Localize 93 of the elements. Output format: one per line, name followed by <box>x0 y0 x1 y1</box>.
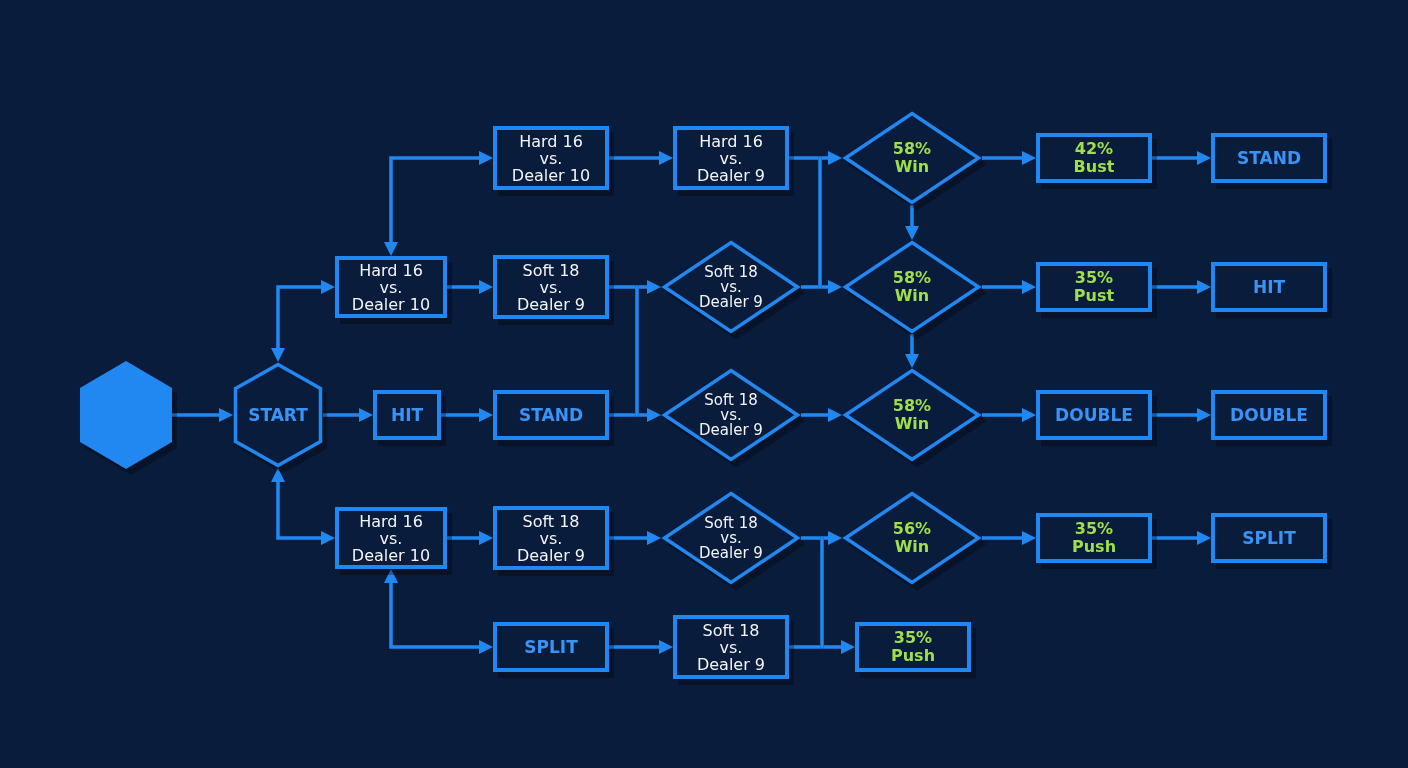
arrow <box>441 408 493 422</box>
decision-diamond <box>661 368 801 462</box>
arrow <box>638 408 661 422</box>
arrow <box>821 151 842 165</box>
double-headed-arrow <box>384 569 493 654</box>
decision-diamond <box>842 368 982 462</box>
action-label: DOUBLE <box>1230 405 1308 425</box>
decision-diamond <box>842 111 982 205</box>
process-box <box>1211 133 1327 183</box>
arrow <box>447 531 493 545</box>
hand-label: Soft 18 vs. Dealer 9 <box>516 512 586 564</box>
hand-label: Soft 18 vs. Dealer 9 <box>699 515 763 561</box>
arrow <box>1152 280 1211 294</box>
hexagon-node <box>233 362 323 468</box>
arrow <box>1152 408 1211 422</box>
arrow <box>905 334 919 368</box>
connector-line <box>801 285 819 289</box>
arrow <box>323 408 373 422</box>
connector-line <box>789 645 821 649</box>
arrow <box>821 280 842 294</box>
hand-label: Hard 16 vs. Dealer 10 <box>351 261 431 313</box>
arrow <box>905 205 919 240</box>
arrow <box>609 151 673 165</box>
decision-diamond <box>842 240 982 334</box>
connector-line <box>609 285 636 289</box>
arrow <box>447 280 493 294</box>
odds-label: 42% Bust <box>1073 140 1115 176</box>
action-label: STAND <box>519 405 583 425</box>
action-label: DOUBLE <box>1055 405 1133 425</box>
hand-label: Hard 16 vs. Dealer 10 <box>351 512 431 564</box>
odds-label: 35% Pust <box>1073 269 1115 305</box>
odds-label: 58% Win <box>892 397 932 433</box>
odds-label: 35% Push <box>1072 520 1116 556</box>
hand-label: Hard 16 vs. Dealer 9 <box>696 132 766 184</box>
action-label: STAND <box>1237 148 1301 168</box>
connector-line <box>789 156 819 160</box>
action-label: SPLIT <box>524 637 578 657</box>
arrow <box>823 640 855 654</box>
action-label: START <box>248 405 308 425</box>
double-headed-arrow <box>271 468 335 545</box>
process-box <box>1211 513 1327 563</box>
double-headed-arrow <box>384 151 493 256</box>
arrow <box>609 640 673 654</box>
arrow <box>823 531 842 545</box>
odds-label: 56% Win <box>892 520 932 556</box>
connector-line <box>818 156 822 289</box>
process-box <box>493 255 609 319</box>
odds-label: 35% Push <box>891 629 935 665</box>
process-box <box>1036 133 1152 183</box>
arrow <box>609 531 661 545</box>
decision-diamond <box>661 240 801 334</box>
process-box <box>1036 262 1152 312</box>
hexagon-shape <box>80 361 172 469</box>
hand-label: Soft 18 vs. Dealer 9 <box>696 621 766 673</box>
arrow <box>172 408 233 422</box>
process-box <box>673 126 789 190</box>
double-headed-arrow <box>271 280 335 362</box>
arrow <box>801 408 842 422</box>
decision-diamond <box>661 491 801 585</box>
process-box <box>335 507 447 569</box>
hand-label: Soft 18 vs. Dealer 9 <box>699 264 763 310</box>
action-label: HIT <box>390 405 424 425</box>
connector-line <box>820 536 824 649</box>
process-box <box>493 390 609 440</box>
hand-label: Hard 16 vs. Dealer 10 <box>511 132 591 184</box>
arrow <box>982 280 1036 294</box>
process-box <box>855 622 971 672</box>
odds-label: 58% Win <box>892 269 932 305</box>
process-box <box>373 390 441 440</box>
connector-line <box>801 536 821 540</box>
process-box <box>673 615 789 679</box>
process-box <box>335 256 447 318</box>
arrow <box>1152 151 1211 165</box>
process-box <box>1211 262 1327 312</box>
odds-label: 58% Win <box>892 140 932 176</box>
process-box <box>493 622 609 672</box>
connector-line <box>609 413 636 417</box>
hand-label: Soft 18 vs. Dealer 9 <box>516 261 586 313</box>
process-box <box>1211 390 1327 440</box>
process-box <box>1036 513 1152 563</box>
arrow <box>982 531 1036 545</box>
hand-label: Soft 18 vs. Dealer 9 <box>699 392 763 438</box>
arrow <box>982 151 1036 165</box>
arrow <box>1152 531 1211 545</box>
connector-line <box>635 285 639 417</box>
arrow <box>982 408 1036 422</box>
action-label: SPLIT <box>1242 528 1296 548</box>
arrow <box>638 280 661 294</box>
decision-diamond <box>842 491 982 585</box>
process-box <box>1036 390 1152 440</box>
action-label: HIT <box>1252 277 1286 297</box>
process-box <box>493 506 609 570</box>
process-box <box>493 126 609 190</box>
